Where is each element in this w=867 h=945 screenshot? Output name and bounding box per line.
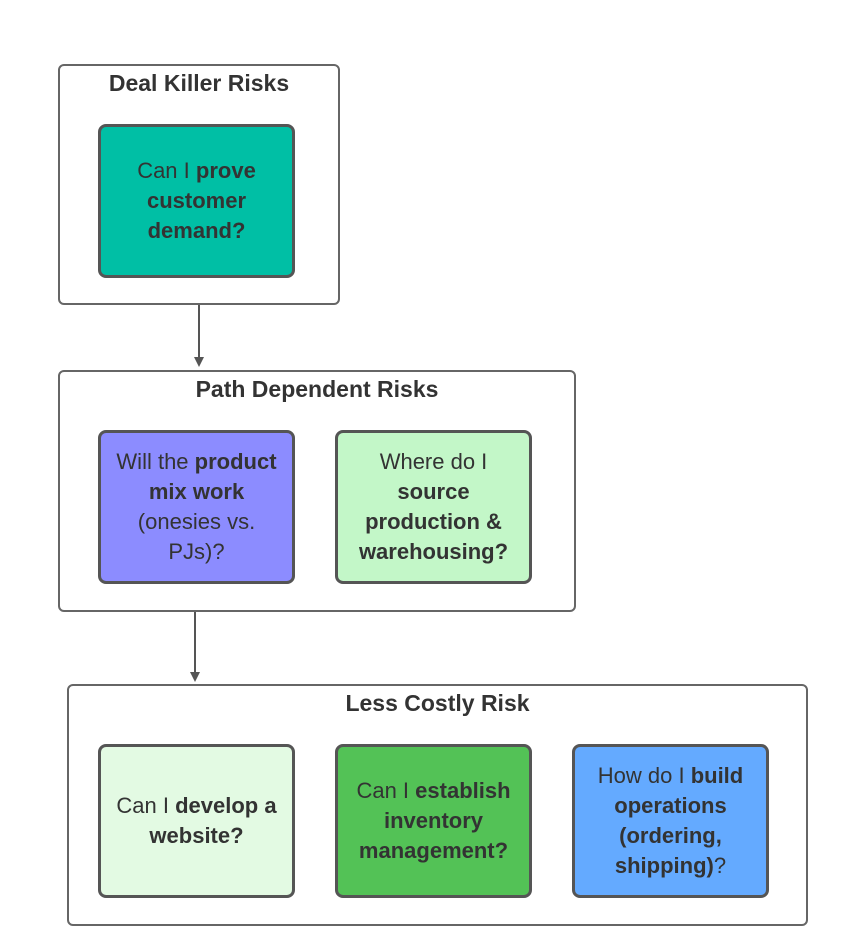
card-inventory-management: Can I establish inventory management? bbox=[335, 744, 532, 898]
card-text-regular: (onesies vs. PJs)? bbox=[137, 509, 256, 564]
card-text-bold: develop a website? bbox=[149, 793, 277, 848]
card-text-regular: ? bbox=[713, 853, 727, 878]
card-text-regular: Where do I bbox=[379, 449, 488, 474]
card-text-bold: build operations (ordering, shipping) bbox=[614, 763, 744, 878]
card-text-regular: Will the bbox=[116, 449, 195, 474]
card-prove-customer-demand: Can I prove customer demand? bbox=[98, 124, 295, 278]
card-text: Can I develop a website? bbox=[111, 791, 282, 851]
card-text-bold: product mix work bbox=[148, 449, 277, 504]
card-build-operations: How do I build operations (ordering, shi… bbox=[572, 744, 769, 898]
card-text: Will the product mix work (onesies vs. P… bbox=[111, 447, 282, 567]
card-text-regular: Can I bbox=[356, 778, 416, 803]
card-develop-website: Can I develop a website? bbox=[98, 744, 295, 898]
card-text: How do I build operations (ordering, shi… bbox=[585, 761, 756, 881]
group-title-less-costly: Less Costly Risk bbox=[345, 690, 530, 716]
card-product-mix: Will the product mix work (onesies vs. P… bbox=[98, 430, 295, 584]
card-text-regular: Can I bbox=[137, 158, 196, 183]
card-text: Where do I source production & warehousi… bbox=[348, 447, 519, 567]
card-text-bold: establish inventory management? bbox=[358, 778, 511, 863]
card-text: Can I prove customer demand? bbox=[111, 156, 282, 246]
card-text-regular: Can I bbox=[116, 793, 176, 818]
card-text: Can I establish inventory management? bbox=[348, 776, 519, 866]
group-title-deal-killer: Deal Killer Risks bbox=[108, 70, 290, 96]
group-title-path-dependent: Path Dependent Risks bbox=[195, 376, 439, 402]
card-text-regular: How do I bbox=[597, 763, 691, 788]
card-text-bold: prove customer demand? bbox=[146, 158, 256, 243]
card-source-production: Where do I source production & warehousi… bbox=[335, 430, 532, 584]
card-text-bold: source production & warehousing? bbox=[358, 479, 509, 564]
